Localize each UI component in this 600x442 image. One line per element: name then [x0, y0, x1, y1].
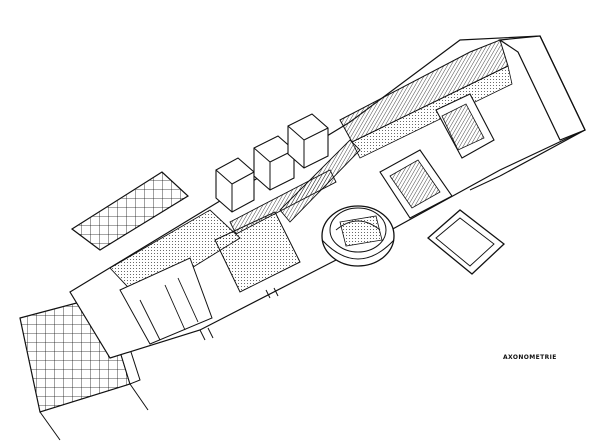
oval-auditorium: [322, 206, 394, 266]
sloping-boundary-wall: [470, 36, 585, 190]
drawing-caption: AXONOMETRIE: [503, 354, 557, 361]
terrace-grid-upper: [72, 172, 188, 250]
main-building: [70, 36, 585, 358]
square-courtyard: [428, 210, 504, 274]
